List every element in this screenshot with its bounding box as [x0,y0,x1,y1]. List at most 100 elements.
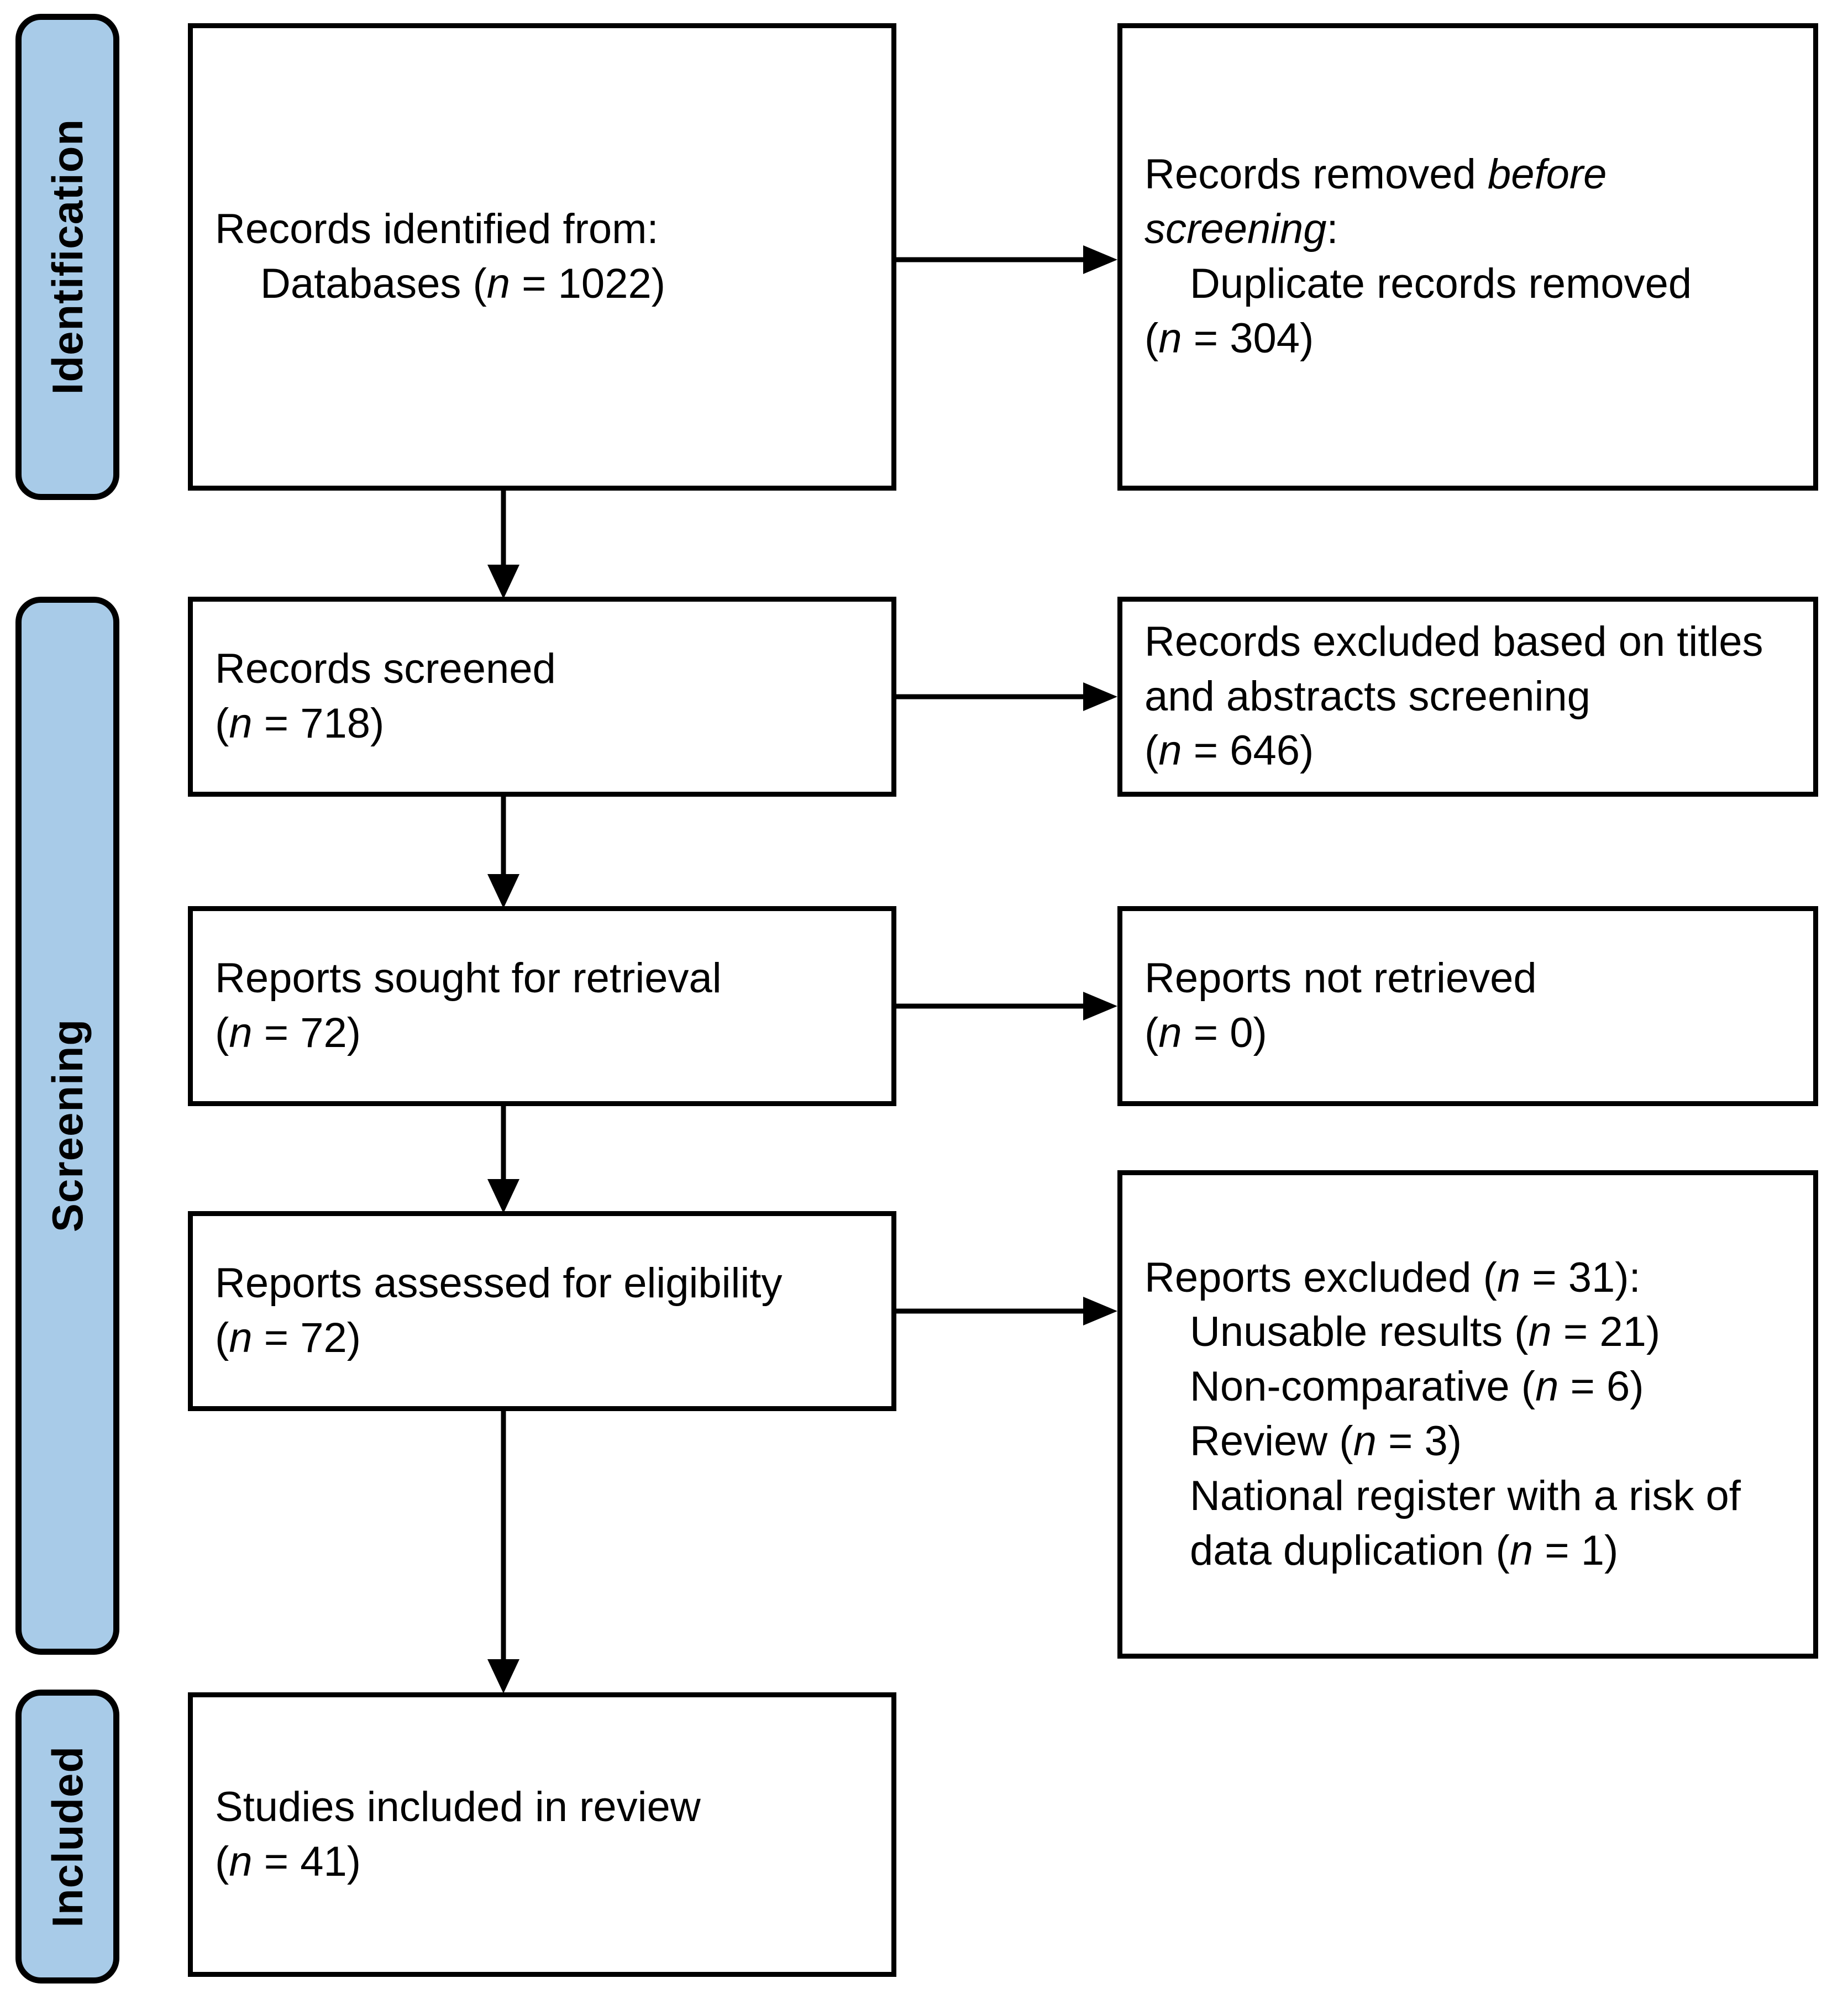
italic-n-10: n [1535,1363,1559,1411]
stage-pill-included: Included [15,1690,119,1984]
paren-open-2: ( [1144,314,1159,362]
paren-open-5: ( [215,1009,229,1056]
records-removed-lead: Records removed [1144,151,1488,198]
box-studies-included-text: Studies included in review (n = 41) [193,1780,891,1890]
box-records-identified-text: Records identified from: Databases (n = … [193,202,891,312]
box-reports-not-retrieved-text: Reports not retrieved (n = 0) [1122,951,1813,1061]
paren-open-8: ( [215,1838,229,1885]
records-removed-line2: screening: [1144,202,1791,257]
duplicate-records-count: = 304) [1182,314,1314,362]
box-records-removed: Records removed before screening: Duplic… [1117,23,1818,491]
reports-excluded-reason-4-line2: data duplication (n = 1) [1144,1524,1791,1579]
box-reports-excluded-text: Reports excluded (n = 31): Unusable resu… [1122,1251,1813,1579]
stage-label-identification: Identification [43,119,92,395]
reason-1-label: Unusable results ( [1190,1308,1529,1356]
box-records-screened-text: Records screened (n = 718) [193,642,891,751]
connector-screened-to-sought [486,795,521,909]
stage-pill-screening: Screening [15,597,119,1655]
paren-open-7: ( [215,1314,229,1361]
box-reports-sought-text: Reports sought for retrieval (n = 72) [193,951,891,1061]
reason-1-count: = 21) [1551,1308,1661,1356]
italic-screening: screening [1144,206,1327,253]
reason-4-label: data duplication ( [1190,1527,1510,1574]
connector-sought-to-assessed [486,1104,521,1214]
records-excluded-line2: and abstracts screening [1144,672,1590,720]
italic-n-2: n [1158,314,1182,362]
reports-not-retrieved-line1: Reports not retrieved [1144,955,1537,1002]
stage-label-screening: Screening [43,1019,92,1233]
italic-n-1: n [486,260,511,307]
records-identified-line1: Records identified from: [215,206,659,253]
records-excluded-line1: Records excluded based on titles [1144,618,1763,665]
box-records-excluded: Records excluded based on titles and abs… [1117,597,1818,797]
records-identified-databases-label: Databases ( [260,260,487,307]
connector-identified-to-screened [486,488,521,600]
italic-n-4: n [1158,727,1182,775]
connector-identified-to-removed [895,243,1122,276]
reason-2-count: = 6) [1558,1363,1644,1411]
records-excluded-line3: (n = 646) [1144,724,1791,778]
reports-excluded-label: Reports excluded ( [1144,1254,1497,1301]
reports-excluded-total: = 31): [1520,1254,1641,1301]
records-identified-line2: Databases (n = 1022) [215,257,869,312]
reports-excluded-reason-3: Review (n = 3) [1144,1414,1791,1469]
box-records-removed-text: Records removed before screening: Duplic… [1122,148,1813,366]
connector-assessed-to-reports-excluded [895,1295,1122,1328]
box-reports-assessed-text: Reports assessed for eligibility (n = 72… [193,1256,891,1366]
reason-3-count: = 3) [1376,1418,1462,1465]
italic-n-12: n [1509,1527,1534,1574]
box-records-excluded-text: Records excluded based on titles and abs… [1122,615,1813,778]
connector-sought-to-not-retrieved [895,990,1122,1023]
italic-n-8: n [1497,1254,1521,1301]
reports-sought-count: = 72) [252,1009,361,1056]
stage-pill-identification: Identification [15,14,119,500]
reports-excluded-reason-4-line1: National register with a risk of [1190,1472,1741,1519]
italic-n-13: n [229,1838,253,1885]
paren-open-6: ( [1144,1009,1159,1056]
box-reports-not-retrieved: Reports not retrieved (n = 0) [1117,906,1818,1106]
paren-open-3: ( [215,700,229,747]
connector-screened-to-excluded [895,680,1122,713]
italic-n-6: n [1158,1009,1182,1056]
italic-n-9: n [1528,1308,1552,1356]
paren-open-4: ( [1144,727,1159,775]
box-studies-included: Studies included in review (n = 41) [188,1692,896,1977]
reports-assessed-line2: (n = 72) [215,1311,869,1366]
studies-included-count: = 41) [252,1838,361,1885]
italic-before: before [1487,151,1607,198]
connector-assessed-to-included [486,1408,521,1696]
records-identified-count: = 1022) [510,260,666,307]
box-reports-excluded: Reports excluded (n = 31): Unusable resu… [1117,1170,1818,1659]
reports-not-retrieved-count: = 0) [1182,1009,1267,1056]
italic-n-3: n [229,700,253,747]
reports-excluded-reason-1: Unusable results (n = 21) [1144,1305,1791,1360]
records-screened-count: = 718) [252,700,385,747]
reports-assessed-count: = 72) [252,1314,361,1361]
reports-not-retrieved-line2: (n = 0) [1144,1006,1791,1061]
box-records-identified: Records identified from: Databases (n = … [188,23,896,491]
records-removed-line4: (n = 304) [1144,312,1791,366]
records-removed-colon: : [1326,206,1338,253]
reason-3-label: Review ( [1190,1418,1353,1465]
box-reports-assessed: Reports assessed for eligibility (n = 72… [188,1211,896,1411]
reason-2-label: Non-comparative ( [1190,1363,1536,1411]
reports-excluded-reason-2: Non-comparative (n = 6) [1144,1360,1791,1414]
reason-4-count: = 1) [1533,1527,1619,1574]
stage-label-included: Included [43,1745,92,1928]
reports-sought-line2: (n = 72) [215,1006,869,1061]
box-reports-sought: Reports sought for retrieval (n = 72) [188,906,896,1106]
reports-assessed-line1: Reports assessed for eligibility [215,1260,783,1307]
studies-included-line1: Studies included in review [215,1783,701,1830]
records-screened-line1: Records screened [215,645,556,693]
studies-included-line2: (n = 41) [215,1835,869,1890]
records-removed-line3: Duplicate records removed [1190,260,1692,307]
reports-sought-line1: Reports sought for retrieval [215,955,722,1002]
records-screened-line2: (n = 718) [215,697,869,751]
italic-n-5: n [229,1009,253,1056]
records-removed-line1: Records removed before [1144,148,1791,202]
italic-n-7: n [229,1314,253,1361]
box-records-screened: Records screened (n = 718) [188,597,896,797]
italic-n-11: n [1353,1418,1377,1465]
reports-excluded-header: Reports excluded (n = 31): [1144,1251,1791,1306]
